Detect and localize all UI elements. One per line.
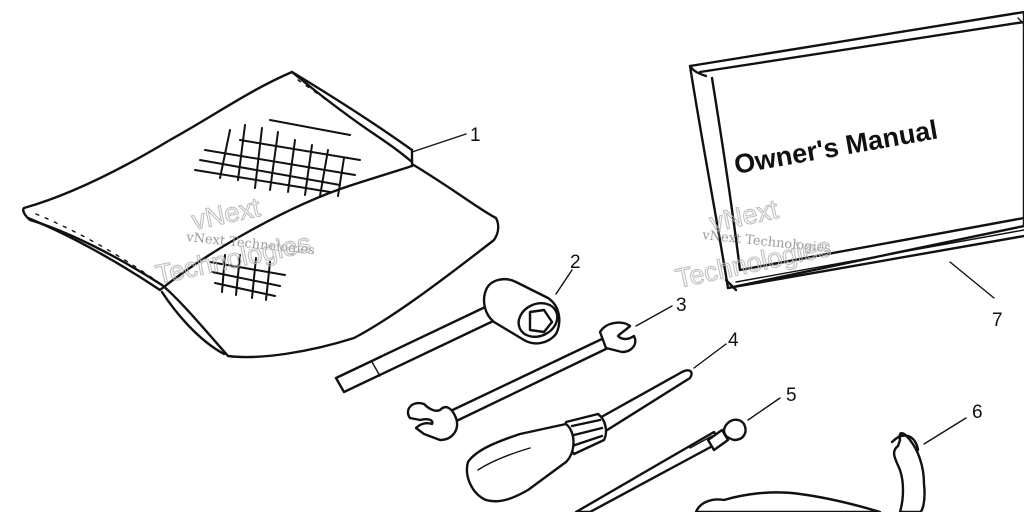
callout-number-3: 3 bbox=[676, 295, 687, 316]
callout-number-4: 4 bbox=[728, 330, 739, 351]
callout-number-2: 2 bbox=[570, 252, 581, 273]
owners-manual: Owner's Manual 7 bbox=[688, 10, 1024, 331]
hook-spanner: 6 bbox=[694, 402, 983, 512]
spark-plug-wrench: 2 bbox=[334, 252, 581, 394]
open-end-wrench: 3 bbox=[406, 295, 687, 442]
callout-number-6: 6 bbox=[972, 402, 983, 423]
screwdriver: 4 bbox=[465, 330, 739, 503]
tool-pouch: 1 bbox=[22, 70, 500, 359]
callout-number-7: 7 bbox=[992, 310, 1003, 331]
pouch-label-hatch-bottom bbox=[209, 254, 286, 301]
callout-number-5: 5 bbox=[786, 385, 797, 406]
pouch-label-hatch-top bbox=[194, 119, 361, 197]
extension-bar: 5 bbox=[574, 385, 797, 512]
callout-number-1: 1 bbox=[470, 125, 481, 146]
